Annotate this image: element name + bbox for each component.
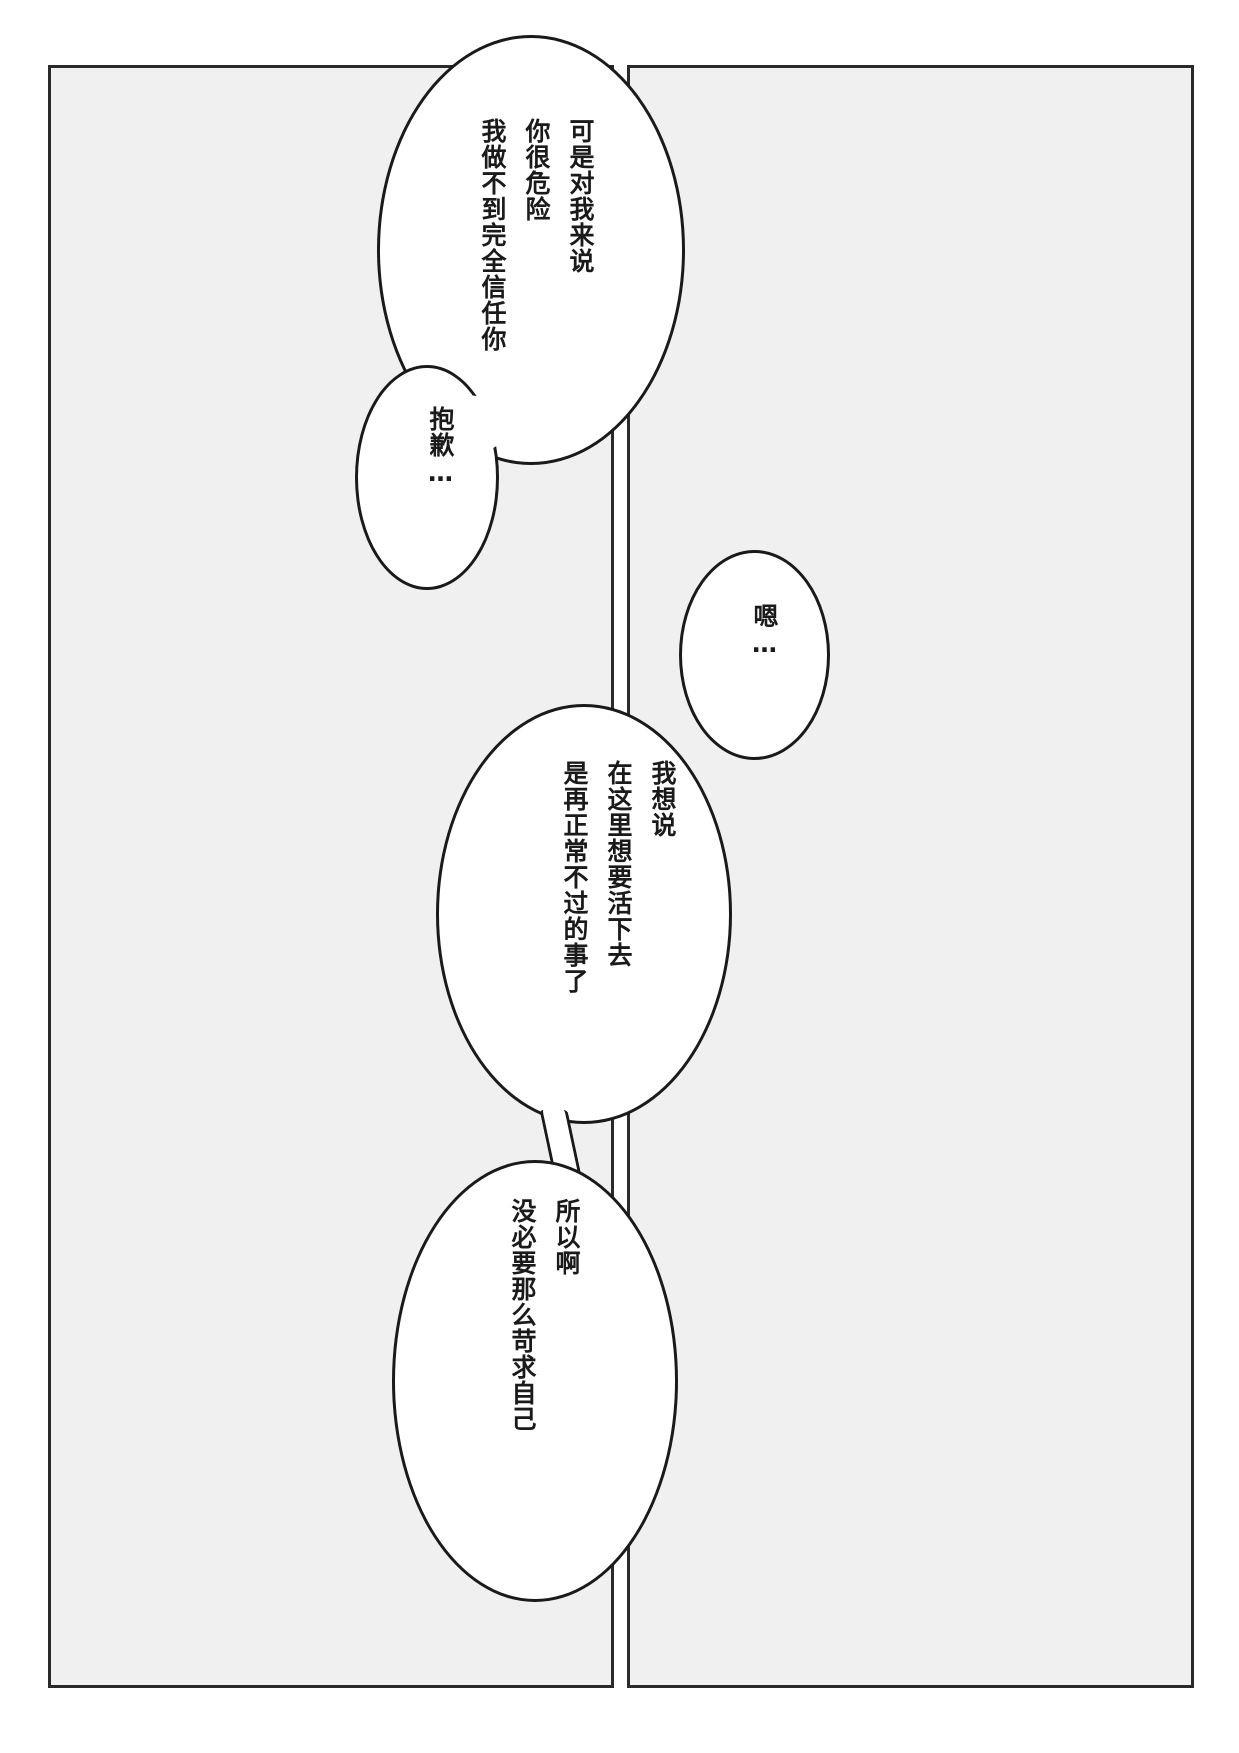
bubble-4-line-1: 我想说	[648, 760, 677, 838]
bubble-1-line-2: 你很危险	[522, 118, 551, 222]
speech-bubble-4	[436, 704, 732, 1124]
bubble-4-line-3: 是再正常不过的事了	[560, 760, 589, 994]
bubble-2-line-1: 抱歉…	[426, 406, 455, 488]
bubble-5-line-2: 没必要那么苛求自己	[508, 1198, 537, 1432]
bubble-1-text: 可是对我来说 你很危险 我做不到完全信任你	[470, 118, 602, 448]
bubble-2-text: 抱歉…	[418, 406, 462, 536]
bubble-4-line-2: 在这里想要活下去	[604, 760, 633, 968]
bubble-3-text: 嗯…	[742, 603, 786, 713]
bubble-1-2-join	[405, 395, 505, 455]
bubble-5-line-1: 所以啊	[552, 1198, 581, 1276]
bubble-3-line-1: 嗯…	[750, 603, 779, 659]
speech-bubble-3	[679, 550, 830, 760]
bubble-1-line-3: 我做不到完全信任你	[478, 118, 507, 352]
bubble-5-text: 所以啊 没必要那么苛求自己	[500, 1198, 588, 1508]
speech-bubble-5	[392, 1160, 678, 1602]
bubble-4-text: 我想说 在这里想要活下去 是再正常不过的事了	[552, 760, 684, 1070]
bubble-1-line-1: 可是对我来说	[566, 118, 595, 274]
